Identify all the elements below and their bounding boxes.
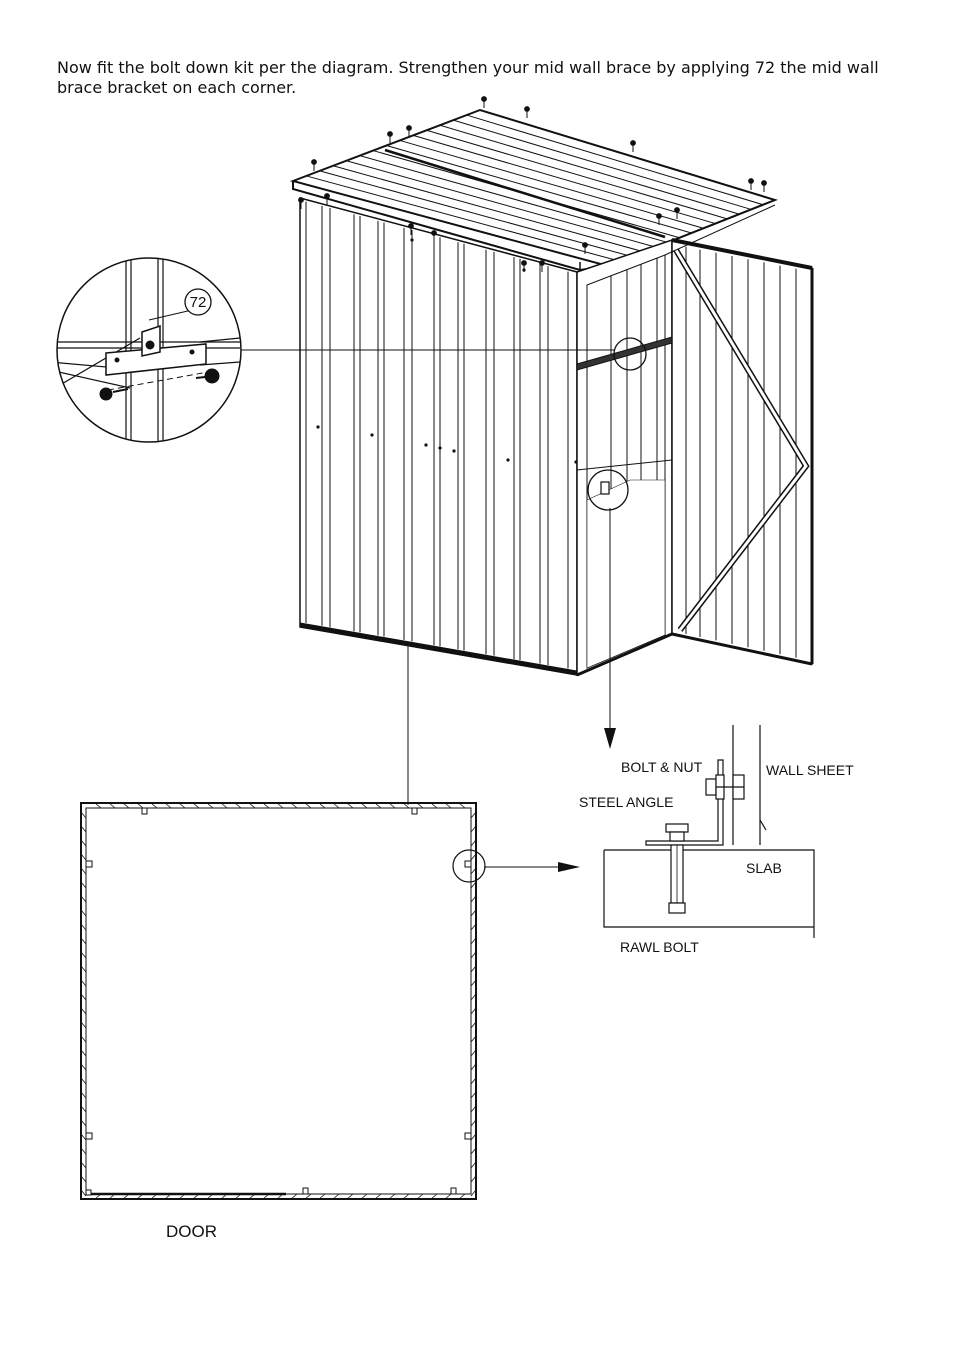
floor-plan-inner xyxy=(85,807,472,1195)
bolt-down-detail-marker xyxy=(587,469,629,511)
leader-lines xyxy=(240,349,616,872)
label-bolt-nut: BOLT & NUT xyxy=(621,759,703,775)
callout-72-circle xyxy=(184,288,212,316)
callout-72: 72 xyxy=(190,294,207,311)
door-ribs xyxy=(685,246,797,658)
steel-angle xyxy=(645,759,724,846)
roof-ribs xyxy=(306,114,764,262)
shed-front-wall xyxy=(299,197,578,676)
bracket-detail: 72 xyxy=(56,257,242,443)
label-wall-sheet: WALL SHEET xyxy=(766,762,854,778)
shed-open-door xyxy=(671,239,813,665)
floor-plan xyxy=(80,802,486,1200)
bracket-detail-circle xyxy=(56,257,242,443)
instruction-text: Now fit the bolt down kit per the diagra… xyxy=(57,58,879,97)
label-slab: SLAB xyxy=(746,860,782,876)
label-door: DOOR xyxy=(166,1222,217,1241)
floor-plan-detail-marker xyxy=(452,849,486,883)
roof-screws xyxy=(298,96,767,272)
floor-plan-outer xyxy=(80,802,477,1200)
shed-illustration xyxy=(289,96,814,677)
label-rawl-bolt: RAWL BOLT xyxy=(620,939,699,955)
side-wall-ribs xyxy=(610,258,658,494)
rawl-bolt-nut xyxy=(665,823,689,833)
front-wall-ribs xyxy=(305,201,569,669)
bolt-down-section xyxy=(603,725,815,938)
slab xyxy=(604,849,815,938)
brace-detail-marker xyxy=(613,337,647,371)
label-steel-angle: STEEL ANGLE xyxy=(579,794,673,810)
